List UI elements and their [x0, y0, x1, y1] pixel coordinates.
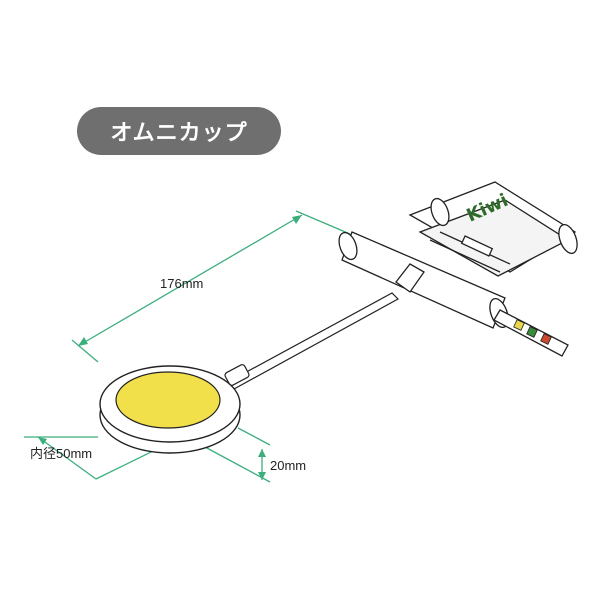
suction-cup — [99, 365, 241, 454]
arrowhead-length-right — [292, 215, 302, 224]
arrowhead-height-bottom — [258, 472, 266, 480]
dimension-lines — [24, 210, 351, 483]
inner-diameter-label: 内径50mm — [30, 446, 92, 461]
length-dimension-line — [77, 214, 303, 347]
pump-roller-right — [558, 223, 578, 255]
dimension-arrowheads — [38, 215, 302, 480]
height-extension-bottom — [204, 446, 271, 483]
gauge-yellow-zone — [513, 319, 525, 331]
length-label: 176mm — [160, 276, 203, 291]
arrowhead-diameter-left — [38, 437, 47, 445]
pump-rail-1 — [429, 239, 501, 273]
cup-yellow-inner — [115, 371, 221, 429]
handle-stem — [395, 263, 425, 293]
pump-roller-left — [430, 197, 450, 227]
gauge-red-zone — [540, 333, 552, 345]
arrowhead-length-left — [78, 337, 88, 346]
diameter-dimension-line — [37, 436, 97, 480]
product-title: オムニカップ — [110, 121, 248, 146]
hand-pump — [338, 181, 578, 357]
product-title-badge: オムニカップ — [77, 107, 281, 155]
arrowhead-height-top — [258, 449, 266, 457]
length-extension-left — [71, 339, 99, 363]
length-extension-right — [295, 210, 351, 235]
vacuum-tube — [224, 292, 399, 390]
handle-end-left — [338, 231, 358, 261]
height-label: 20mm — [270, 458, 306, 473]
gauge-green-zone — [526, 326, 538, 338]
height-extension-top — [237, 427, 271, 446]
pump-piston — [460, 235, 494, 257]
